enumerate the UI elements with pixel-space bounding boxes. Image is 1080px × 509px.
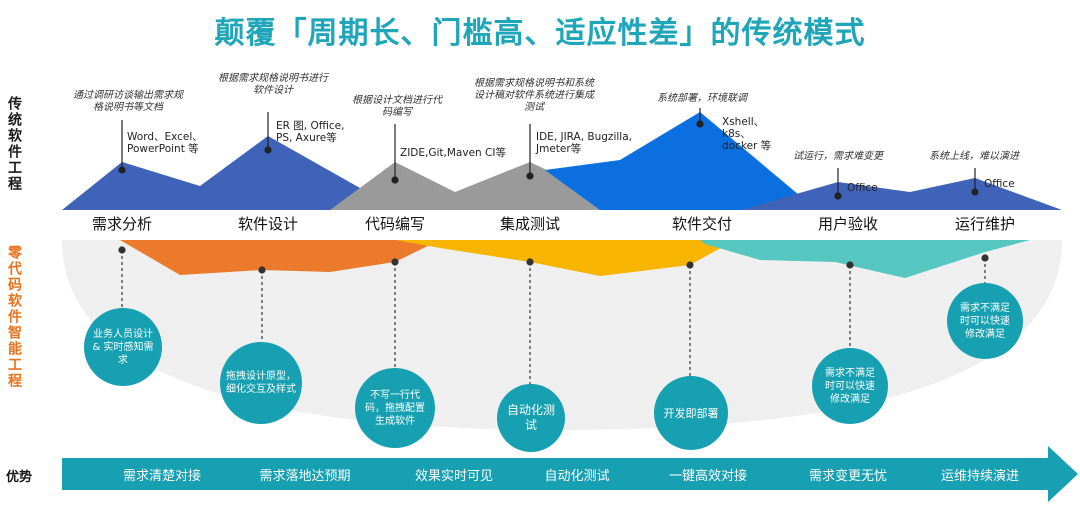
stage-operation: 运行维护 (954, 215, 1015, 233)
trad-tool-operation: Office (984, 178, 1015, 190)
advantage-7: 运维持续演进 (940, 469, 1019, 484)
trad-tool-requirement: Word、Excel、PowerPoint 等 (127, 131, 203, 155)
trad-note-delivery: 系统部署，环境联调 (657, 93, 747, 104)
trad-note-design: 根据需求规格说明书进行软件设计 (218, 73, 328, 96)
feature-circle-delivery: 开发即部署 (654, 376, 728, 450)
stage-design: 软件设计 (237, 215, 298, 233)
page-title: 颠覆「周期长、门槛高、适应性差」的传统模式 (214, 16, 866, 51)
mountain-acceptance (740, 178, 1062, 210)
trad-note-test: 根据需求规格说明书和系统设计稿对软件系统进行集成测试 (474, 78, 594, 113)
stage-code: 代码编写 (364, 215, 425, 233)
trad-tool-acceptance: Office (847, 182, 878, 194)
traditional-row-label: 传统软件工程 (6, 96, 22, 192)
traditional-pins (118, 108, 979, 200)
mountain-code (330, 162, 620, 210)
advantage-1: 需求清楚对接 (122, 469, 201, 484)
zerocode-pins (118, 246, 989, 385)
zerocode-row-label: 零代码软件智能工程 (6, 245, 22, 389)
trad-note-operation: 系统上线，难以演进 (929, 151, 1019, 162)
advantage-2: 需求落地达预期 (259, 469, 351, 484)
trad-tool-code: ZIDE,Git,Maven CI等 (400, 147, 506, 159)
stage-requirement: 需求分析 (91, 215, 152, 233)
trad-tool-test: IDE, JIRA, Bugzilla, Jmeter等 (536, 131, 632, 155)
feature-circle-design: 拖拽设计原型，细化交互及样式 (220, 342, 302, 424)
advantage-arrow (62, 446, 1078, 502)
band-yellow (395, 240, 735, 276)
stage-acceptance: 用户验收 (817, 215, 878, 233)
mountain-requirement (62, 136, 360, 210)
trad-note-code: 根据设计文档进行代码编写 (352, 95, 442, 118)
trad-tool-delivery: Xshell、k8s、docker 等 (722, 116, 772, 152)
advantage-row-label: 优势 (6, 470, 33, 485)
advantage-4: 自动化测试 (544, 469, 610, 484)
feature-circle-test: 自动化测试 (497, 384, 565, 452)
advantage-6: 需求变更无忧 (808, 469, 887, 484)
advantage-3: 效果实时可见 (414, 469, 493, 484)
feature-circle-code: 不写一行代码，拖拽配置生成软件 (355, 368, 435, 448)
mountain-delivery (545, 112, 805, 210)
band-orange (120, 240, 440, 275)
trad-note-requirement: 通过调研访谈输出需求规格说明书等文档 (73, 90, 183, 113)
stage-test: 集成测试 (499, 215, 560, 233)
feature-circle-requirement: 业务人员设计 & 实时感知需求 (84, 308, 162, 386)
stage-delivery: 软件交付 (671, 215, 732, 233)
feature-circle-operation: 需求不满足时可以快速修改满足 (947, 283, 1023, 359)
band-teal (700, 240, 1030, 278)
trad-note-acceptance: 试运行，需求难变更 (793, 151, 883, 162)
advantage-5: 一键高效对接 (668, 469, 747, 484)
feature-circle-acceptance: 需求不满足时可以快速修改满足 (812, 348, 888, 424)
trad-tool-design: ER 图, Office, PS, Axure等 (276, 120, 345, 144)
